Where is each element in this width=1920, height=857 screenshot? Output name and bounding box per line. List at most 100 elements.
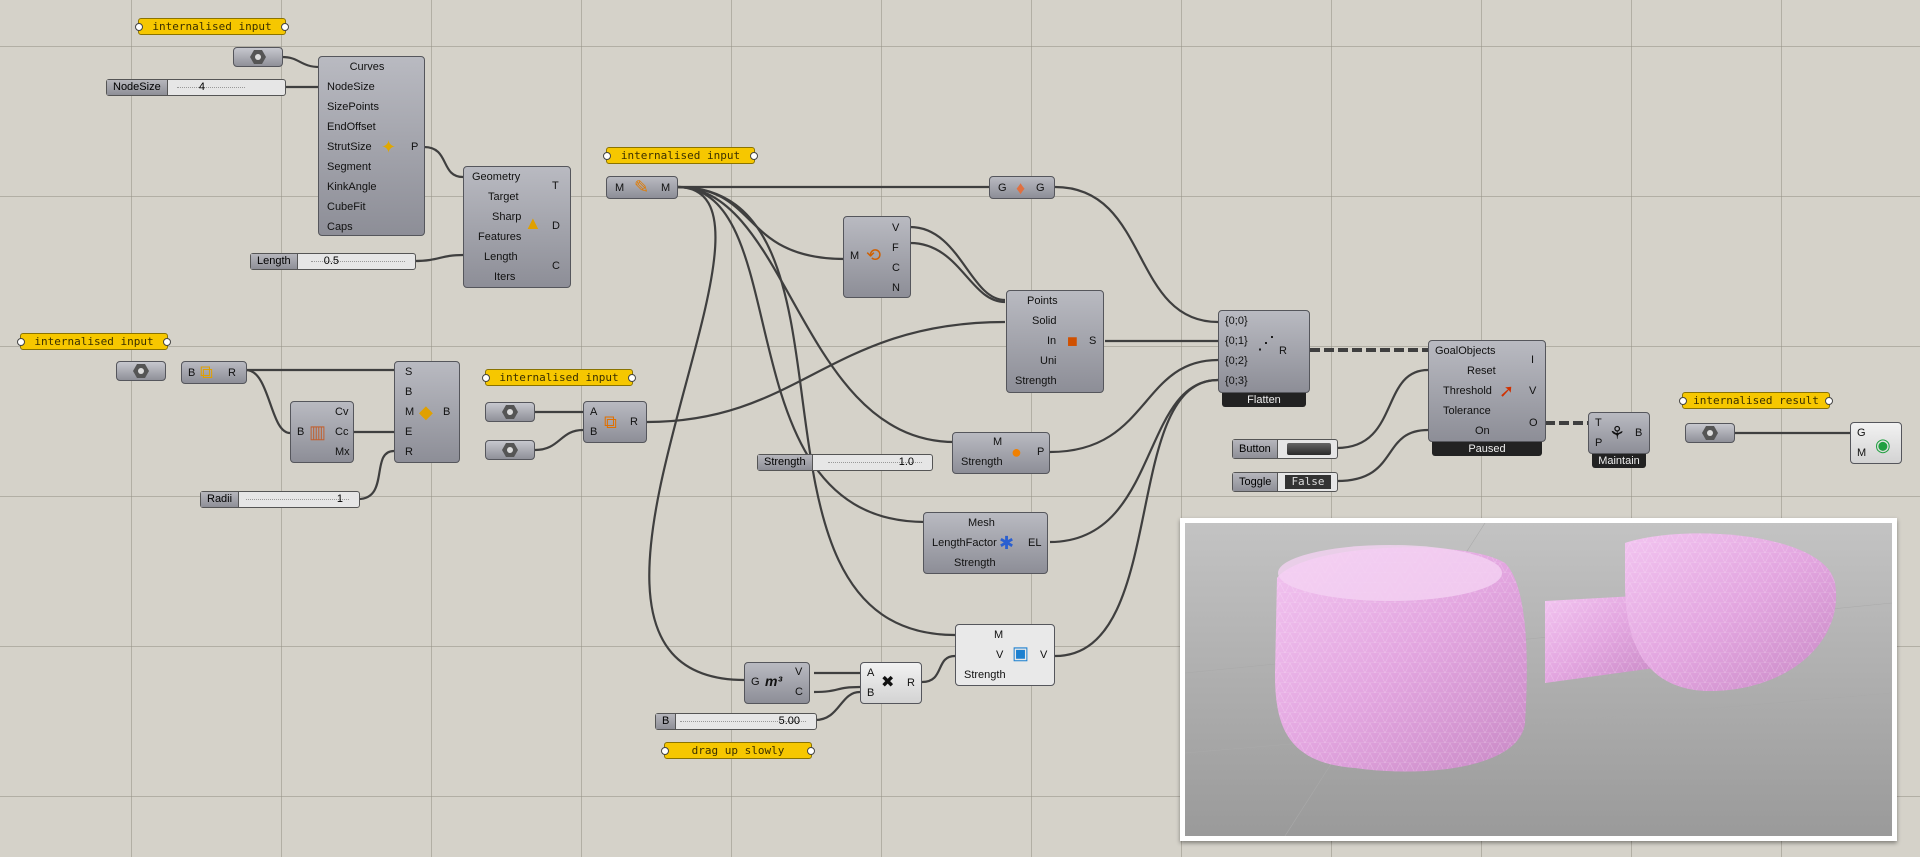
output-el[interactable]: EL	[1028, 537, 1042, 549]
output-v[interactable]: V	[892, 222, 900, 234]
toggle-value[interactable]: False	[1285, 475, 1331, 489]
input-m[interactable]: M	[615, 182, 625, 194]
output-s[interactable]: S	[1089, 335, 1097, 347]
output-f[interactable]: F	[892, 242, 899, 254]
b-slider[interactable]: B 5.00	[655, 713, 817, 730]
output-d[interactable]: D	[552, 220, 560, 232]
input-strutsize[interactable]: StrutSize	[327, 141, 372, 153]
input-caps[interactable]: Caps	[327, 221, 353, 233]
deconstruct-mesh-component[interactable]: M ⟲ V F C N	[843, 216, 911, 298]
custom-preview-component[interactable]: G M ◉	[1850, 422, 1902, 464]
input-branch-0[interactable]: {0;0}	[1225, 315, 1248, 327]
input-endoffset[interactable]: EndOffset	[327, 121, 376, 133]
output-c[interactable]: C	[892, 262, 900, 274]
input-features[interactable]: Features	[478, 231, 522, 243]
output-v[interactable]: V	[1529, 385, 1537, 397]
output-t[interactable]: T	[552, 180, 559, 192]
input-strength[interactable]: Strength	[954, 557, 996, 569]
input-m[interactable]: M	[405, 406, 415, 418]
input-r[interactable]: R	[405, 446, 413, 458]
input-on[interactable]: On	[1475, 425, 1490, 437]
radii-slider[interactable]: Radii 1	[200, 491, 360, 508]
on-toggle[interactable]: Toggle False	[1232, 472, 1338, 492]
input-e[interactable]: E	[405, 426, 413, 438]
input-strength[interactable]: Strength	[1015, 375, 1057, 387]
input-b[interactable]: B	[188, 367, 196, 379]
input-v[interactable]: V	[996, 649, 1004, 661]
input-threshold[interactable]: Threshold	[1443, 385, 1492, 397]
multiply-component[interactable]: A B ✖ R	[860, 662, 922, 704]
rhino-viewport[interactable]	[1180, 518, 1897, 841]
on-mesh-goal-component[interactable]: G ♦ G	[989, 176, 1055, 199]
internalised-input-panel-3[interactable]: internalised input	[17, 333, 171, 350]
input-m[interactable]: M	[994, 629, 1004, 641]
input-b[interactable]: B	[867, 687, 875, 699]
input-b[interactable]: B	[590, 426, 598, 438]
mesh-param-result[interactable]	[1685, 423, 1735, 443]
remesher-component[interactable]: Geometry Target Sharp Features Length It…	[463, 166, 571, 288]
data-dam-component[interactable]: T P ⚘ B	[1588, 412, 1650, 454]
output-v[interactable]: V	[795, 666, 803, 678]
bool-union-left-component[interactable]: B ⧉ R	[181, 361, 247, 384]
input-b[interactable]: B	[405, 386, 413, 398]
input-kinkangle[interactable]: KinkAngle	[327, 181, 377, 193]
smooth-goal-component[interactable]: M Strength ● P	[952, 432, 1050, 474]
volume-goal-component[interactable]: M V Strength ▣ V	[955, 624, 1055, 686]
internalised-input-panel-4[interactable]: internalised input	[482, 369, 636, 386]
brep-param-left[interactable]	[116, 361, 166, 381]
slider-track[interactable]	[311, 261, 405, 263]
input-p[interactable]: P	[1595, 437, 1603, 449]
internalised-input-panel-2[interactable]: internalised input	[603, 147, 758, 164]
kangaroo-solver-component[interactable]: GoalObjects Reset Threshold Tolerance On…	[1428, 340, 1546, 442]
reset-button[interactable]: Button	[1232, 439, 1338, 459]
input-b[interactable]: B	[297, 426, 305, 438]
button-face[interactable]	[1287, 443, 1331, 455]
viewport-canvas[interactable]	[1185, 523, 1892, 836]
internalised-result-panel[interactable]: internalised result	[1679, 392, 1833, 409]
input-iters[interactable]: Iters	[494, 271, 516, 283]
solid-point-goal-component[interactable]: Points Solid In Uni Strength ■ S	[1006, 290, 1104, 393]
curve-param[interactable]	[233, 47, 283, 67]
box-rect-component[interactable]: B ▥ Cv Cc Mx	[290, 401, 354, 463]
slider-track[interactable]	[177, 87, 245, 89]
input-a[interactable]: A	[590, 406, 598, 418]
exoskeleton-component[interactable]: Curves NodeSize SizePoints EndOffset Str…	[318, 56, 425, 236]
brep-param-b[interactable]	[485, 440, 535, 460]
input-g[interactable]: G	[1857, 427, 1866, 439]
input-segment[interactable]: Segment	[327, 161, 372, 173]
input-m[interactable]: M	[993, 436, 1003, 448]
input-target[interactable]: Target	[488, 191, 519, 203]
entwine-component[interactable]: {0;0} {0;1} {0;2} {0;3} ⋰ R	[1218, 310, 1310, 393]
mesh-input-component[interactable]: M ✎ M	[606, 176, 678, 199]
output-b[interactable]: B	[1635, 427, 1643, 439]
input-s[interactable]: S	[405, 366, 413, 378]
input-cubefit[interactable]: CubeFit	[327, 201, 366, 213]
length-slider[interactable]: Length 0.5	[250, 253, 416, 270]
input-lengthfactor[interactable]: LengthFactor	[932, 537, 997, 549]
input-g[interactable]: G	[751, 676, 760, 688]
drag-up-slowly-panel[interactable]: drag up slowly	[661, 742, 815, 759]
input-uni[interactable]: Uni	[1040, 355, 1057, 367]
input-nodesize[interactable]: NodeSize	[327, 81, 375, 93]
output-n[interactable]: N	[892, 282, 900, 294]
input-goalobjects[interactable]: GoalObjects	[1435, 345, 1496, 357]
brep-param-a[interactable]	[485, 402, 535, 422]
input-branch-1[interactable]: {0;1}	[1225, 335, 1248, 347]
cap-shape-component[interactable]: S B M E R ◆ B	[394, 361, 460, 463]
output-r[interactable]: R	[228, 367, 236, 379]
output-mx[interactable]: Mx	[335, 446, 350, 458]
input-reset[interactable]: Reset	[1467, 365, 1496, 377]
output-cc[interactable]: Cc	[335, 426, 349, 438]
input-branch-3[interactable]: {0;3}	[1225, 375, 1248, 387]
input-points[interactable]: Points	[1027, 295, 1058, 307]
output-r[interactable]: R	[630, 416, 638, 428]
input-strength[interactable]: Strength	[961, 456, 1003, 468]
input-length[interactable]: Length	[484, 251, 518, 263]
slider-track[interactable]	[246, 499, 349, 501]
output-m[interactable]: M	[661, 182, 671, 194]
input-solid[interactable]: Solid	[1032, 315, 1057, 327]
slider-track[interactable]	[828, 462, 922, 464]
input-strength[interactable]: Strength	[964, 669, 1006, 681]
output-r[interactable]: R	[1279, 345, 1287, 357]
output-g[interactable]: G	[1036, 182, 1045, 194]
